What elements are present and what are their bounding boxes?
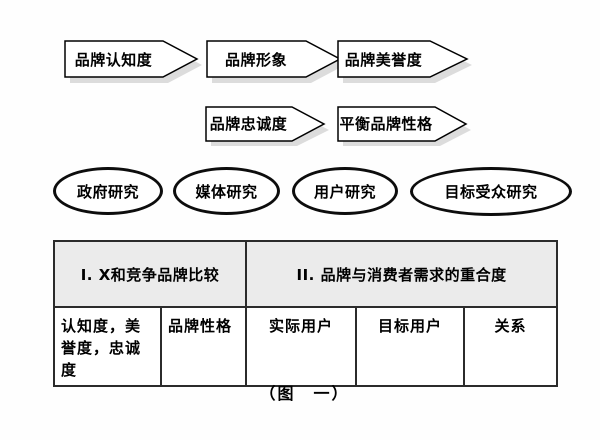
research-ellipse-label: 用户研究 — [313, 182, 376, 201]
research-ellipse-label: 政府研究 — [76, 182, 139, 201]
table-header-row: I. X和竞争品牌比较 II. 品牌与消费者需求的重合度 — [52, 240, 559, 308]
arrow-shape-icon — [64, 40, 202, 83]
table-body-row: 认知度，美誉度，忠诚度 品牌性格 实际用户 目标用户 关系 — [53, 306, 559, 387]
research-ellipse-media: 媒体研究 — [173, 167, 280, 215]
figure-caption: （图 一） — [259, 384, 350, 403]
arrow-shape-icon — [205, 106, 329, 146]
header-cell-brand-comparison: I. X和竞争品牌比较 — [52, 240, 248, 308]
flow-arrow-label: 平衡品牌性格 — [339, 115, 433, 133]
flow-arrow-brand-awareness: 品牌认知度 — [64, 40, 205, 85]
flow-arrow-label: 品牌形象 — [224, 50, 287, 69]
flow-arrow-brand-reputation: 品牌美誉度 — [337, 40, 475, 85]
flow-arrow-brand-image: 品牌形象 — [206, 40, 348, 85]
arrow-shape-icon — [337, 106, 471, 146]
research-ellipse-label: 媒体研究 — [195, 182, 258, 201]
cell-relationship: 关系 — [463, 306, 559, 387]
cell-awareness-reputation-loyalty: 认知度，美誉度，忠诚度 — [53, 306, 162, 387]
flow-arrow-label: 品牌美誉度 — [344, 50, 423, 69]
flow-arrow-label: 品牌认知度 — [74, 50, 153, 69]
research-ellipse-government: 政府研究 — [53, 167, 163, 215]
cell-target-users: 目标用户 — [355, 306, 466, 387]
brand-comparison-table: I. X和竞争品牌比较 II. 品牌与消费者需求的重合度 认知度，美誉度，忠诚度… — [52, 240, 559, 387]
research-ellipse-label: 目标受众研究 — [444, 183, 538, 201]
research-ellipse-target-audience: 目标受众研究 — [410, 167, 572, 216]
flow-arrow-brand-loyalty: 品牌忠诚度 — [205, 106, 332, 148]
arrow-shape-icon — [206, 40, 345, 83]
arrow-shape-icon — [337, 40, 472, 83]
cell-actual-users: 实际用户 — [245, 306, 358, 387]
research-ellipse-user: 用户研究 — [292, 167, 398, 215]
cell-brand-personality: 品牌性格 — [159, 306, 248, 387]
header-cell-consumer-overlap: II. 品牌与消费者需求的重合度 — [245, 240, 559, 308]
flow-arrow-balanced-brand-personality: 平衡品牌性格 — [337, 106, 473, 148]
flow-arrow-label: 品牌忠诚度 — [209, 115, 288, 133]
